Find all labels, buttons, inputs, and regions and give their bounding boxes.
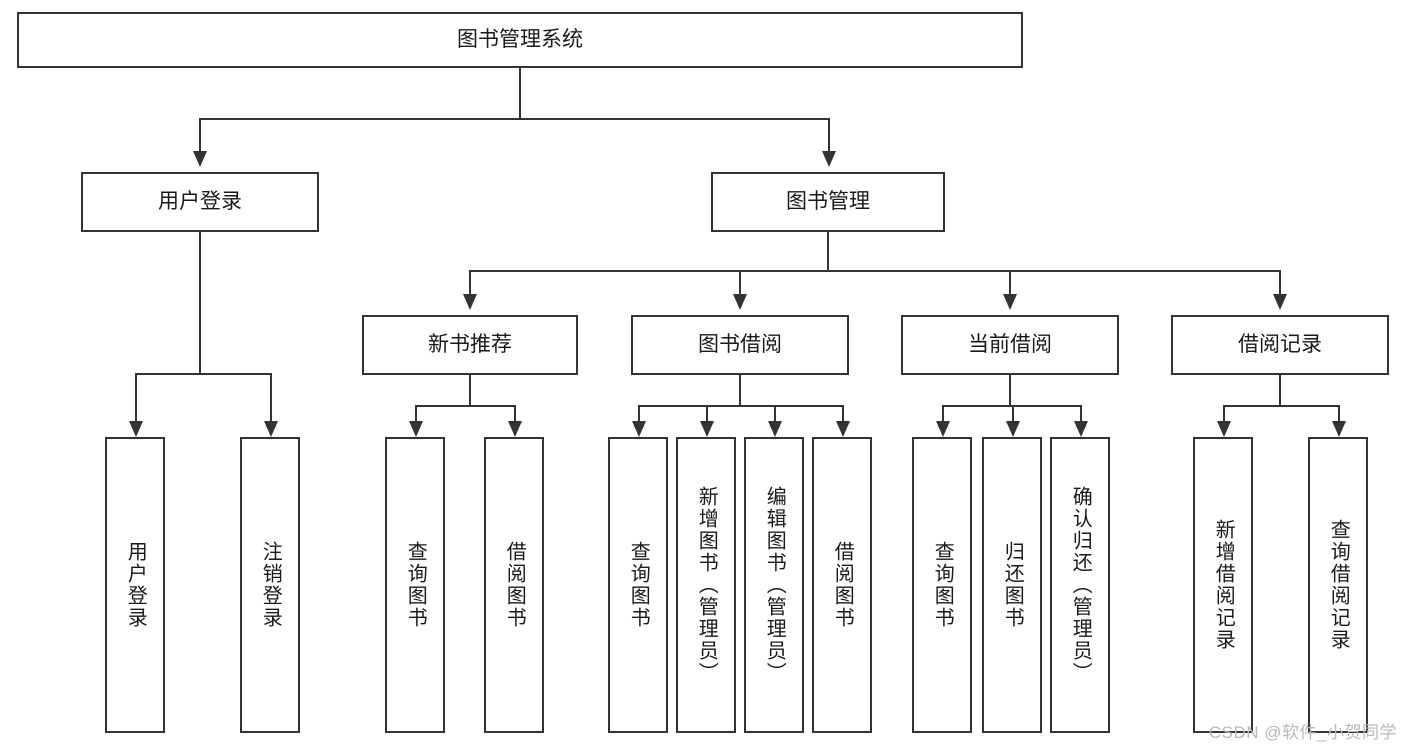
connector-new-book-rec-bar [415, 405, 515, 407]
node-book-borrow[interactable]: 图书借阅 [631, 315, 849, 375]
arrow-to-user-login [193, 151, 207, 167]
connector-user-login-drop-2 [270, 373, 272, 421]
arrow-to-leaf-user-login [129, 421, 143, 437]
node-user-login-label: 用户登录 [158, 190, 242, 214]
connector-nbr-drop-1 [415, 405, 417, 421]
arrow-to-leaf-logout [264, 421, 278, 437]
node-leaf-query-book-3-label: 查询图书 [931, 541, 954, 629]
connector-root-stem [519, 68, 521, 118]
node-leaf-borrow-book-1-label: 借阅图书 [503, 541, 526, 629]
connector-book-manage-stem [827, 232, 829, 270]
node-leaf-add-record[interactable]: 新增借阅记录 [1193, 437, 1253, 733]
connector-book-borrow-bar [638, 405, 843, 407]
connector-new-book-rec-stem [469, 375, 471, 405]
connector-current-borrow-stem [1009, 375, 1011, 405]
connector-bb-drop-1 [638, 405, 640, 421]
node-leaf-add-record-label: 新增借阅记录 [1212, 519, 1235, 651]
node-leaf-confirm-return-label: 确认归还（管理员） [1069, 486, 1092, 684]
connector-cb-drop-3 [1080, 405, 1082, 421]
node-leaf-query-record[interactable]: 查询借阅记录 [1308, 437, 1368, 733]
arrow-to-leaf-add-book [700, 421, 714, 437]
arrow-to-leaf-edit-book [768, 421, 782, 437]
arrow-to-leaf-borrow-book-2 [836, 421, 850, 437]
node-leaf-edit-book[interactable]: 编辑图书（管理员） [744, 437, 804, 733]
connector-user-login-bar [135, 373, 271, 375]
arrow-to-leaf-add-record [1217, 421, 1231, 437]
connector-cb-drop-1 [942, 405, 944, 421]
node-leaf-borrow-book-1[interactable]: 借阅图书 [484, 437, 544, 733]
connector-book-manage-bar [469, 270, 1281, 272]
node-book-manage-label: 图书管理 [786, 190, 870, 214]
arrow-to-leaf-query-record [1332, 421, 1346, 437]
arrow-to-leaf-borrow-book-1 [508, 421, 522, 437]
connector-root-bar [199, 118, 829, 120]
connector-l3-drop-3 [1009, 270, 1011, 294]
connector-book-borrow-stem [739, 375, 741, 405]
connector-nbr-drop-2 [514, 405, 516, 421]
connector-borrow-record-bar [1223, 405, 1339, 407]
node-root-label: 图书管理系统 [457, 28, 583, 52]
arrow-to-book-borrow [733, 294, 747, 310]
node-leaf-borrow-book-2[interactable]: 借阅图书 [812, 437, 872, 733]
connector-borrow-record-stem [1279, 375, 1281, 405]
node-leaf-query-book-2[interactable]: 查询图书 [608, 437, 668, 733]
node-leaf-logout-label: 注销登录 [259, 541, 282, 629]
connector-l3-drop-2 [739, 270, 741, 294]
node-leaf-return-book-label: 归还图书 [1001, 541, 1024, 629]
node-book-manage[interactable]: 图书管理 [711, 172, 945, 232]
node-leaf-query-book-1-label: 查询图书 [404, 541, 427, 629]
node-leaf-add-book[interactable]: 新增图书（管理员） [676, 437, 736, 733]
arrow-to-borrow-record [1273, 294, 1287, 310]
connector-root-drop-2 [828, 118, 830, 151]
node-current-borrow[interactable]: 当前借阅 [901, 315, 1119, 375]
connector-cb-drop-2 [1012, 405, 1014, 421]
node-leaf-confirm-return[interactable]: 确认归还（管理员） [1050, 437, 1110, 733]
arrow-to-leaf-query-book-3 [936, 421, 950, 437]
node-leaf-return-book[interactable]: 归还图书 [982, 437, 1042, 733]
node-leaf-query-book-1[interactable]: 查询图书 [385, 437, 445, 733]
connector-user-login-drop-1 [135, 373, 137, 421]
arrow-to-leaf-query-book-1 [409, 421, 423, 437]
connector-l3-drop-1 [469, 270, 471, 294]
arrow-to-book-manage [822, 151, 836, 167]
node-root[interactable]: 图书管理系统 [17, 12, 1023, 68]
node-user-login[interactable]: 用户登录 [81, 172, 319, 232]
connector-br-drop-2 [1338, 405, 1340, 421]
node-leaf-add-book-label: 新增图书（管理员） [695, 486, 718, 684]
arrow-to-leaf-query-book-2 [632, 421, 646, 437]
node-leaf-borrow-book-2-label: 借阅图书 [831, 541, 854, 629]
node-new-book-rec-label: 新书推荐 [428, 333, 512, 357]
node-leaf-edit-book-label: 编辑图书（管理员） [763, 486, 786, 684]
arrow-to-leaf-return-book [1006, 421, 1020, 437]
node-leaf-user-login-label: 用户登录 [124, 541, 147, 629]
node-book-borrow-label: 图书借阅 [698, 333, 782, 357]
connector-bb-drop-2 [706, 405, 708, 421]
arrow-to-new-book-rec [463, 294, 477, 310]
node-leaf-query-book-3[interactable]: 查询图书 [912, 437, 972, 733]
connector-br-drop-1 [1223, 405, 1225, 421]
node-leaf-logout[interactable]: 注销登录 [240, 437, 300, 733]
node-leaf-query-record-label: 查询借阅记录 [1327, 519, 1350, 651]
node-borrow-record[interactable]: 借阅记录 [1171, 315, 1389, 375]
node-leaf-user-login[interactable]: 用户登录 [105, 437, 165, 733]
connector-current-borrow-bar [942, 405, 1080, 407]
arrow-to-leaf-confirm-return [1074, 421, 1088, 437]
arrow-to-current-borrow [1003, 294, 1017, 310]
connector-user-login-stem [199, 232, 201, 373]
node-current-borrow-label: 当前借阅 [968, 333, 1052, 357]
connector-l3-drop-4 [1279, 270, 1281, 294]
connector-bb-drop-4 [842, 405, 844, 421]
node-leaf-query-book-2-label: 查询图书 [627, 541, 650, 629]
node-new-book-rec[interactable]: 新书推荐 [362, 315, 578, 375]
connector-root-drop-1 [199, 118, 201, 151]
node-borrow-record-label: 借阅记录 [1238, 333, 1322, 357]
connector-bb-drop-3 [774, 405, 776, 421]
